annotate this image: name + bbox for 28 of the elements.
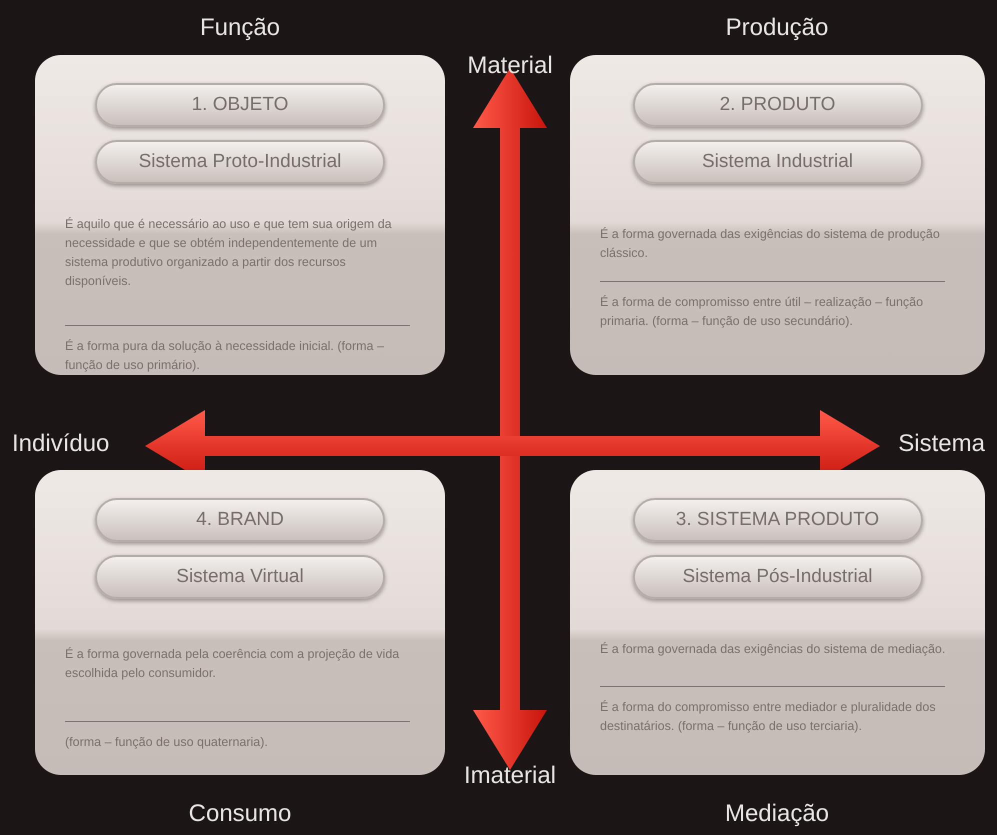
quadrant-card — [570, 55, 985, 375]
axis-label: Indivíduo — [12, 430, 110, 458]
title-pill: Sistema Industrial — [632, 140, 922, 184]
title-pill: Sistema Pós-Industrial — [632, 555, 922, 599]
title-pill: 4. BRAND — [95, 498, 385, 542]
description-text: É a forma governada das exigências do sistema de produção clássico. — [600, 226, 941, 262]
title-pill: 3. SISTEMA PRODUTO — [632, 498, 922, 542]
quadrant-card — [570, 470, 985, 775]
quadrant-card — [35, 55, 445, 375]
title-pill: 2. PRODUTO — [632, 83, 922, 127]
title-pill: Sistema Proto-Industrial — [95, 140, 385, 184]
axis-label: Material — [467, 52, 553, 80]
axis-label: Imaterial — [464, 762, 556, 790]
description-text: É a forma governada pela coerência com a projeção de vida escolhida pelo consumidor. — [65, 646, 400, 682]
axis-label: Produção — [726, 14, 828, 42]
axis-label: Sistema — [898, 430, 985, 458]
description-text: É a forma pura da solução à necessidade inicial. (forma – função de uso primário). — [65, 338, 385, 374]
title-pill: 1. OBJETO — [95, 83, 385, 127]
axis-label: Função — [200, 14, 280, 42]
title-pill: Sistema Virtual — [95, 555, 385, 599]
description-text: É a forma do compromisso entre mediador e pluralidade dos destinatários. (forma – função de uso terciaria). — [600, 699, 937, 735]
description-text: É a forma de compromisso entre útil – realização – função primaria. (forma – função de uso secundário). — [600, 294, 924, 330]
description-text: É a forma governada das exigências do sistema de mediação. — [600, 641, 946, 658]
description-text: (forma – função de uso quaternaria). — [65, 734, 269, 751]
axis-label: Mediação — [724, 800, 830, 828]
axis-label: Consumo — [188, 800, 292, 828]
quadrant-card — [35, 470, 445, 775]
description-text: É aquilo que é necessário ao uso e que tem sua origem da necessidade e que se obtém independentemente de um sistema produtivo organizado a partir dos recursos disponíveis. — [65, 216, 393, 290]
